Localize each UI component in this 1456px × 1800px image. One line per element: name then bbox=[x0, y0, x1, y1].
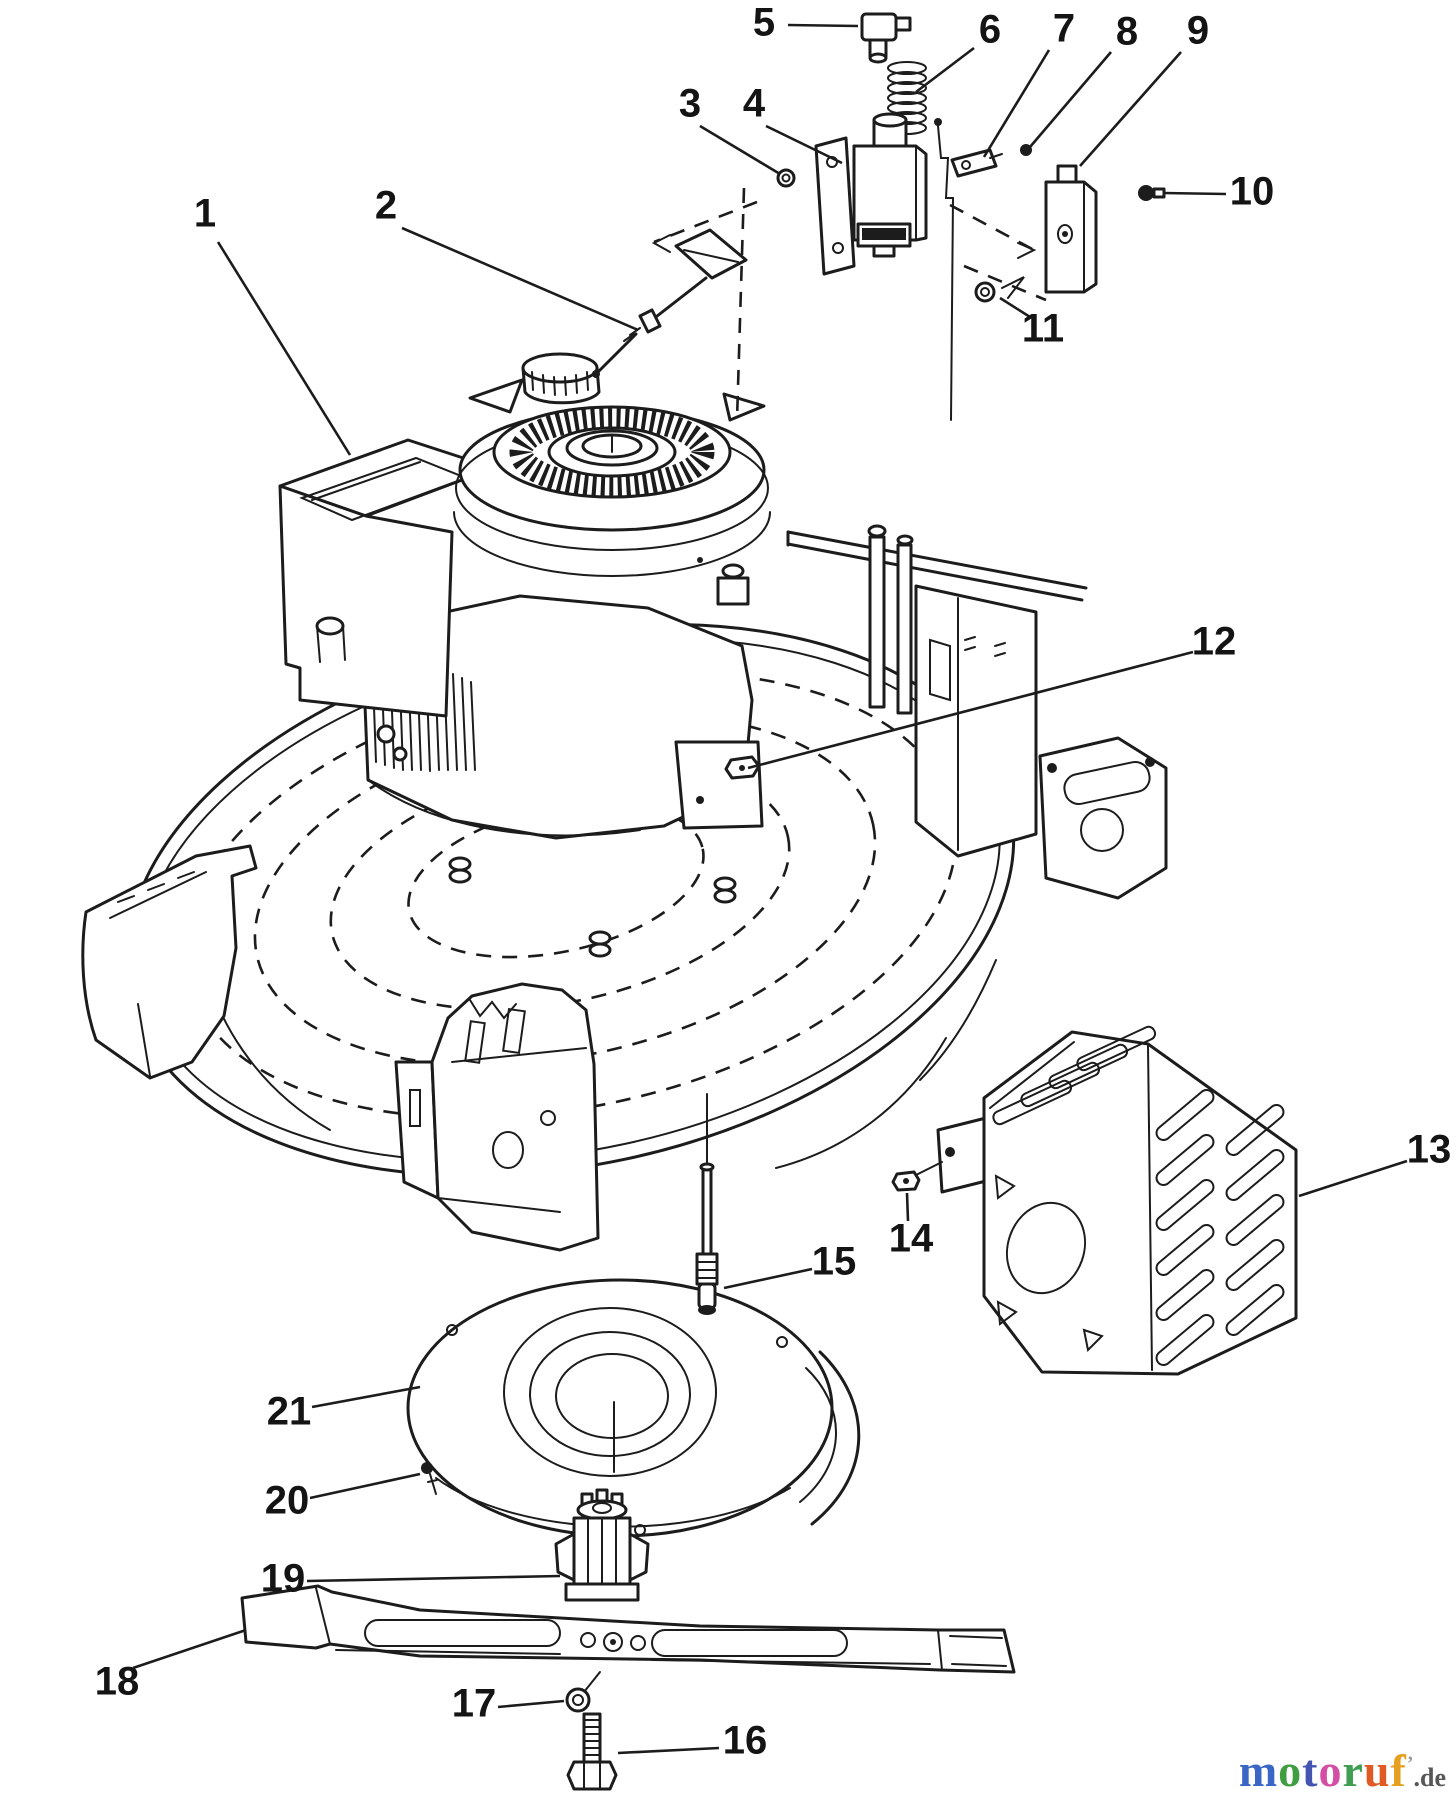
callout-number-8: 8 bbox=[1116, 10, 1138, 54]
control-hardware bbox=[651, 12, 1166, 421]
muffler-guard bbox=[913, 1025, 1298, 1376]
callout-number-2: 2 bbox=[375, 184, 397, 228]
callout-line-19 bbox=[306, 1574, 561, 1583]
wheel-bracket bbox=[1038, 736, 1168, 900]
callout-line-1 bbox=[216, 241, 352, 456]
nut-3 bbox=[776, 168, 796, 188]
callout-line-11 bbox=[999, 296, 1031, 319]
washer-8 bbox=[1020, 144, 1032, 156]
callout-line-21 bbox=[311, 1385, 421, 1409]
callout-number-17: 17 bbox=[452, 1682, 497, 1726]
callout-line-13 bbox=[1298, 1159, 1408, 1198]
callout-number-11: 11 bbox=[1022, 307, 1064, 351]
engine-assembly bbox=[278, 228, 771, 840]
callout-line-16 bbox=[617, 1746, 720, 1755]
callout-line-18 bbox=[132, 1628, 247, 1670]
rear-frame bbox=[786, 524, 1088, 858]
callout-line-10 bbox=[1162, 191, 1227, 196]
guard-grille-slots bbox=[1155, 1089, 1285, 1366]
carburetor bbox=[852, 112, 928, 258]
callout-number-10: 10 bbox=[1230, 170, 1275, 214]
flywheel-fins bbox=[509, 406, 715, 498]
callout-number-4: 4 bbox=[743, 82, 766, 126]
callout-line-7 bbox=[982, 49, 1051, 158]
callout-line-20 bbox=[309, 1472, 421, 1500]
callout-line-8 bbox=[1029, 51, 1112, 148]
oil-fill-tube bbox=[315, 616, 346, 663]
logo-tick: ’ bbox=[1406, 1752, 1414, 1775]
callout-number-20: 20 bbox=[265, 1479, 310, 1523]
callout-number-12: 12 bbox=[1192, 620, 1237, 664]
plate-screw-20 bbox=[421, 1462, 438, 1495]
stop-switch bbox=[1044, 164, 1098, 294]
guard-bolt-14 bbox=[891, 1170, 921, 1192]
logo-letter: o bbox=[1278, 1745, 1303, 1796]
callout-line-2 bbox=[401, 226, 639, 332]
callout-line-6 bbox=[915, 46, 975, 94]
engine-mount-foot bbox=[674, 740, 764, 830]
callout-number-18: 18 bbox=[95, 1660, 140, 1704]
fuel-tank bbox=[278, 438, 496, 718]
callout-number-16: 16 bbox=[723, 1719, 768, 1763]
guard-mount-tab bbox=[936, 1116, 992, 1194]
blade-bolt-16 bbox=[566, 1712, 618, 1791]
logo-letter: u bbox=[1363, 1745, 1391, 1796]
cable-clamp bbox=[950, 148, 1003, 178]
callout-number-15: 15 bbox=[812, 1240, 857, 1284]
callout-number-9: 9 bbox=[1187, 9, 1209, 53]
motoruf-logo: motoruf’.de bbox=[1239, 1748, 1446, 1794]
flywheel bbox=[453, 378, 771, 577]
callout-number-14: 14 bbox=[889, 1217, 934, 1261]
discharge-chute bbox=[81, 844, 258, 1080]
logo-domain-suffix: .de bbox=[1413, 1763, 1447, 1792]
throttle-cable bbox=[934, 118, 955, 421]
nut-11 bbox=[974, 276, 1025, 303]
logo-letter: r bbox=[1342, 1745, 1364, 1796]
guard-top-slats bbox=[992, 1025, 1157, 1126]
guard-exhaust-hole bbox=[1005, 1201, 1087, 1295]
callout-line-9 bbox=[1079, 51, 1182, 167]
callout-line-12 bbox=[747, 650, 1194, 770]
callout-number-13: 13 bbox=[1407, 1128, 1452, 1172]
screw-10 bbox=[1138, 185, 1166, 201]
throttle-rod bbox=[592, 228, 748, 378]
blade-nut-17 bbox=[565, 1671, 601, 1713]
callout-number-6: 6 bbox=[979, 8, 1001, 52]
logo-letter: o bbox=[1318, 1745, 1343, 1796]
callout-line-15 bbox=[723, 1267, 813, 1290]
logo-letter: m bbox=[1238, 1745, 1279, 1796]
chevron-mark bbox=[1017, 242, 1037, 259]
callout-number-19: 19 bbox=[261, 1557, 306, 1601]
front-bracket bbox=[394, 982, 600, 1252]
callout-line-4 bbox=[765, 124, 843, 165]
fuel-fitting bbox=[860, 12, 912, 64]
blade-adapter bbox=[554, 1488, 650, 1602]
callout-number-3: 3 bbox=[679, 82, 701, 126]
shoulder-bolt-15 bbox=[695, 1093, 719, 1315]
callout-number-21: 21 bbox=[267, 1390, 312, 1434]
callout-line-5 bbox=[787, 23, 859, 28]
callout-number-5: 5 bbox=[753, 1, 775, 45]
callout-line-14 bbox=[905, 1192, 910, 1222]
callout-number-1: 1 bbox=[194, 192, 216, 236]
blower-plate bbox=[406, 1278, 861, 1538]
callout-line-17 bbox=[497, 1699, 565, 1709]
blade bbox=[240, 1584, 1016, 1674]
callout-number-7: 7 bbox=[1053, 7, 1075, 51]
deck-housing bbox=[81, 524, 1168, 1252]
callout-line-3 bbox=[699, 124, 781, 176]
chevron-mark bbox=[651, 234, 671, 253]
fuel-cap bbox=[521, 352, 601, 405]
logo-letter: t bbox=[1302, 1745, 1319, 1796]
logo-letter: f bbox=[1390, 1745, 1407, 1796]
